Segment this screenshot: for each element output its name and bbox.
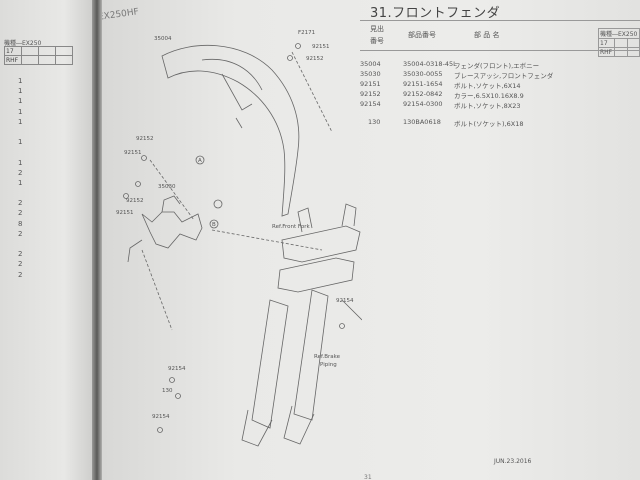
- left-quantity: 2: [18, 270, 23, 279]
- ref-mark-b: B: [212, 222, 216, 228]
- header-rule: [360, 20, 640, 21]
- ref-brake-piping-line2: Piping: [320, 362, 337, 368]
- callout-92152: 92152: [306, 56, 324, 62]
- part-number: 130BA0618: [403, 118, 441, 126]
- callout-35004: 35004: [154, 36, 172, 42]
- part-number: 92152-0842: [403, 90, 443, 98]
- callout-92154: 92154: [152, 414, 170, 420]
- left-quantity: [18, 239, 38, 249]
- left-quantity: 2: [18, 168, 23, 177]
- left-quantity: 2: [18, 250, 23, 259]
- header-rule: [360, 50, 640, 51]
- left-quantity: 1: [18, 117, 23, 126]
- book-gutter: [92, 0, 102, 480]
- left-quantity: [18, 127, 38, 137]
- ref-number: 92152: [360, 90, 381, 98]
- callout-92154: 92154: [336, 298, 354, 304]
- callout-92151: 92151: [124, 150, 142, 156]
- part-name: カラー,6.5X10.16X8.9: [454, 92, 524, 100]
- part-number-header: 部品番号: [408, 31, 436, 39]
- left-quantity: [18, 147, 38, 157]
- callout-92151: 92151: [116, 210, 134, 216]
- ref-number: 35030: [360, 70, 381, 78]
- part-number: 92151-1654: [403, 80, 443, 88]
- left-quantity: 1: [18, 107, 23, 116]
- part-number: 35030-0055: [403, 70, 443, 78]
- right-page: EX250HF: [102, 0, 640, 480]
- part-number: 92154-0300: [403, 100, 443, 108]
- exploded-parts-diagram: F2171 35004 92151 92152 92152 92151 9215…: [116, 30, 362, 447]
- ref-number: 35004: [360, 60, 381, 68]
- revision-date: JUN.23.2016: [494, 458, 532, 465]
- ref-number: 92151: [360, 80, 381, 88]
- page-number: 31: [364, 474, 372, 480]
- ref-header-top: 見出: [370, 25, 384, 33]
- left-table-cell: RHF: [4, 55, 22, 65]
- part-name: ボルト,ソケット,8X23: [454, 102, 521, 110]
- model-table-cell: RHF: [597, 47, 616, 57]
- ref-header-bottom: 番号: [370, 37, 384, 45]
- left-quantity: 1: [18, 77, 23, 85]
- left-quantity: 8: [18, 219, 23, 228]
- part-name: ボルト,ソケット,6X14: [454, 82, 521, 90]
- part-name: ブレースアッシ,フロントフェンダ: [454, 72, 554, 80]
- part-name: フェンダ(フロント),エボニー: [454, 62, 540, 70]
- model-table-label: 機種―EX250: [598, 28, 640, 39]
- left-quantity: 2: [18, 260, 23, 269]
- ref-number: 130: [368, 118, 381, 126]
- figure-number: F2171: [298, 30, 315, 36]
- left-quantity: [18, 188, 38, 198]
- part-name: ボルト(ソケット),6X18: [454, 120, 524, 128]
- callout-92151: 92151: [312, 44, 330, 50]
- ref-number: 92154: [360, 100, 381, 108]
- ref-brake-piping-line1: Ref.Brake: [314, 354, 341, 360]
- left-quantity: 2: [18, 209, 23, 218]
- left-quantity: 1: [18, 178, 23, 187]
- ref-mark-a: A: [198, 158, 202, 164]
- callout-35030: 35030: [158, 184, 176, 190]
- part-number: 35004-0318-45L: [403, 60, 457, 68]
- callout-92152: 92152: [126, 198, 144, 204]
- left-quantity: 2: [18, 199, 23, 208]
- left-quantity: 1: [18, 138, 23, 147]
- part-name-header: 部 品 名: [474, 31, 500, 39]
- page-title: 31.フロントフェンダ: [370, 6, 501, 21]
- left-model-label: 機種―EX250: [4, 40, 42, 47]
- left-quantity: 1: [18, 87, 23, 96]
- ref-front-fork: Ref.Front Fork: [272, 224, 310, 230]
- left-quantity: 2: [18, 229, 23, 238]
- callout-92152: 92152: [136, 136, 154, 142]
- left-table-cell: 17: [4, 46, 22, 56]
- left-quantity: 1: [18, 158, 23, 167]
- callout-92154: 92154: [168, 366, 186, 372]
- callout-130: 130: [162, 388, 173, 394]
- model-table: 機種―EX250 17 RHF: [597, 28, 640, 57]
- model-table-cell: 17: [597, 38, 616, 48]
- left-model-table: 17 RHF: [4, 46, 73, 65]
- left-quantity: 1: [18, 97, 23, 106]
